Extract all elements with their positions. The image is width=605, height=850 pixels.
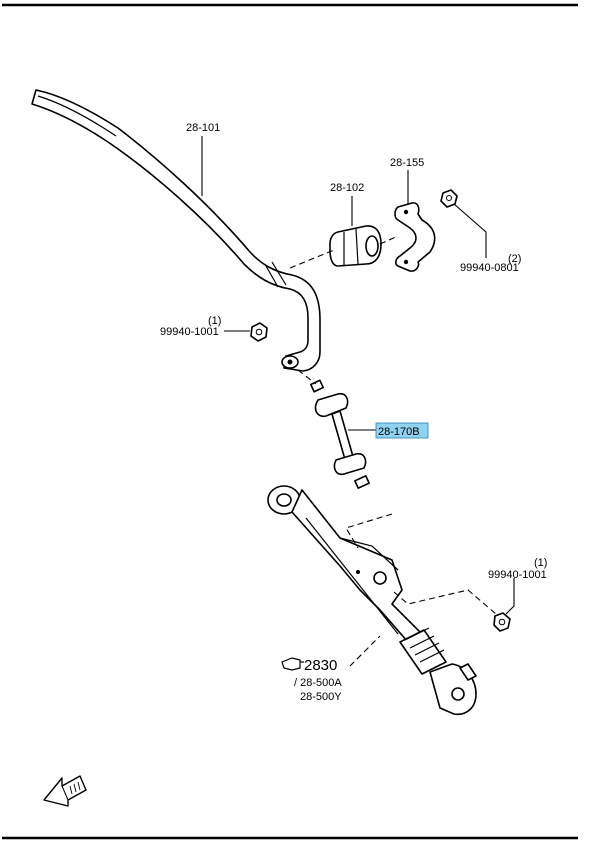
- label-nut-left-qty: (1): [208, 315, 221, 327]
- connector-bar-bushing: [289, 249, 335, 269]
- label-bracket: 28-155: [390, 157, 424, 169]
- label-bushing: 28-102: [330, 182, 364, 194]
- bracket[interactable]: [394, 202, 436, 272]
- label-control-arm-alt1: / 28-500A: [294, 677, 342, 689]
- connector-arm-nut: [393, 589, 497, 615]
- nut-lower-right[interactable]: [493, 612, 511, 632]
- connector-bushing-bracket: [379, 235, 399, 245]
- label-nut-left-code: 99940-1001: [160, 326, 219, 338]
- stabilizer-link[interactable]: [309, 379, 370, 489]
- label-nut-lower-right-qty: (1): [534, 557, 547, 569]
- bushing[interactable]: [329, 225, 382, 267]
- front-direction-arrow-icon: [43, 775, 87, 807]
- label-nut-upper-right-code: 99940-0801: [460, 262, 519, 274]
- label-control-arm-alt2: 28-500Y: [300, 691, 342, 703]
- nut-left[interactable]: [250, 322, 268, 342]
- stabilizer-bar[interactable]: [31, 89, 321, 372]
- connector-link-arm: [345, 513, 393, 549]
- label-nut-upper-right-qty: (2): [508, 253, 521, 265]
- nut-upper-right[interactable]: [440, 189, 458, 208]
- leader-nut-upper-right: [453, 203, 487, 258]
- leader-nut-lower-right: [505, 578, 515, 615]
- connector-ref-arm: [349, 635, 381, 667]
- label-control-arm-ref: 2830: [304, 657, 337, 674]
- label-nut-lower-right-code: 99940-1001: [488, 569, 547, 581]
- pointing-hand-icon: [281, 657, 304, 671]
- link-label-highlight[interactable]: 28-170B: [375, 422, 429, 439]
- label-stabilizer: 28-101: [186, 122, 220, 134]
- connector-link-bar: [297, 369, 317, 385]
- lower-control-arm[interactable]: [267, 485, 477, 716]
- label-link: 28-170B: [378, 426, 420, 438]
